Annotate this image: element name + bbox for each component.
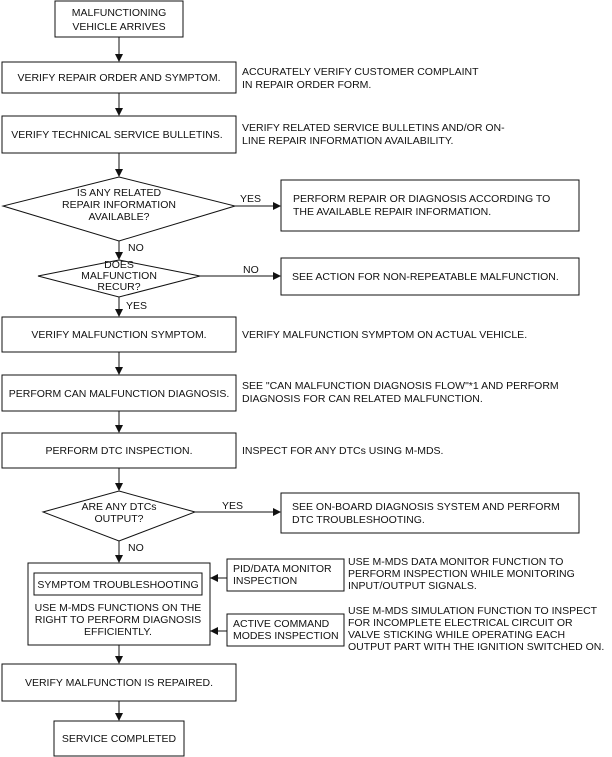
- active-note: USE M-MDS SIMULATION FUNCTION TO INSPECT: [348, 605, 598, 617]
- arrowhead: [115, 54, 123, 62]
- can-note: DIAGNOSIS FOR CAN RELATED MALFUNCTION.: [242, 393, 483, 405]
- branch-label-line: DTC TROUBLESHOOTING.: [292, 514, 425, 526]
- repair-order-note: IN REPAIR ORDER FORM.: [242, 79, 371, 91]
- arrowhead: [115, 656, 123, 664]
- tsb-note: VERIFY RELATED SERVICE BULLETINS AND/OR …: [242, 122, 505, 134]
- verify-repair-order-box: VERIFY REPAIR ORDER AND SYMPTOM.: [1, 61, 237, 94]
- arrowhead: [210, 574, 218, 582]
- arrowhead: [273, 272, 281, 280]
- symptom-note: VERIFY MALFUNCTION SYMPTOM ON ACTUAL VEH…: [242, 329, 527, 341]
- yes-label: YES: [126, 300, 147, 312]
- tool-label-line: MODES INSPECTION: [233, 630, 339, 642]
- repair-info-yes-box: PERFORM REPAIR OR DIAGNOSIS ACCORDING TO…: [280, 179, 580, 232]
- pid-note: PERFORM INSPECTION WHILE MONITORING: [348, 568, 575, 580]
- arrowheads: [115, 54, 281, 721]
- pid-note: INPUT/OUTPUT SIGNALS.: [348, 580, 477, 592]
- start-box: MALFUNCTIONING VEHICLE ARRIVES: [54, 0, 184, 38]
- active-note: OUTPUT PART WITH THE IGNITION SWITCHED O…: [348, 641, 604, 653]
- decision-label-line: MALFUNCTION: [81, 270, 157, 282]
- can-diagnosis-box: PERFORM CAN MALFUNCTION DIAGNOSIS.: [1, 374, 237, 412]
- symptom-troubleshooting-group: SYMPTOM TROUBLESHOOTING USE M-MDS FUNCTI…: [27, 562, 211, 646]
- step-label: VERIFY REPAIR ORDER AND SYMPTOM.: [17, 72, 220, 84]
- verify-repaired-box: VERIFY MALFUNCTION IS REPAIRED.: [1, 663, 237, 702]
- pid-monitor-box: PID/DATA MONITOR INSPECTION: [226, 558, 345, 592]
- arrowhead: [210, 627, 218, 635]
- service-completed-box: SERVICE COMPLETED: [53, 720, 185, 757]
- pid-note: USE M-MDS DATA MONITOR FUNCTION TO: [348, 556, 563, 568]
- step-label: PERFORM DTC INSPECTION.: [45, 445, 192, 457]
- dtc-note: INSPECT FOR ANY DTCs USING M-MDS.: [242, 445, 443, 457]
- verify-symptom-box: VERIFY MALFUNCTION SYMPTOM.: [1, 316, 237, 353]
- step-label: VERIFY MALFUNCTION SYMPTOM.: [31, 329, 206, 341]
- arrowhead: [115, 367, 123, 375]
- step-label: VERIFY TECHNICAL SERVICE BULLETINS.: [11, 129, 222, 141]
- start-label-line: MALFUNCTIONING: [72, 7, 167, 19]
- active-note: VALVE STICKING WHILE OPERATING EACH: [348, 629, 565, 641]
- step-label: PERFORM CAN MALFUNCTION DIAGNOSIS.: [9, 388, 230, 400]
- active-command-box: ACTIVE COMMAND MODES INSPECTION: [226, 613, 345, 647]
- arrowhead: [115, 169, 123, 177]
- arrowhead: [115, 309, 123, 317]
- arrowhead: [115, 252, 123, 260]
- decision-label-line: AVAILABLE?: [89, 211, 150, 223]
- symptom-troubleshooting-body: EFFICIENTLY.: [84, 626, 152, 638]
- no-label: NO: [128, 542, 144, 554]
- dtc-yes-box: SEE ON-BOARD DIAGNOSIS SYSTEM AND PERFOR…: [280, 492, 580, 534]
- arrowhead: [115, 713, 123, 721]
- recur-no-box: SEE ACTION FOR NON-REPEATABLE MALFUNCTIO…: [280, 257, 580, 296]
- connectors: [118, 37, 274, 714]
- step-label: VERIFY MALFUNCTION IS REPAIRED.: [25, 677, 213, 689]
- symptom-troubleshooting-body: USE M-MDS FUNCTIONS ON THE: [35, 602, 202, 614]
- arrowhead: [273, 202, 281, 210]
- decision-label-line: DOES: [104, 259, 134, 271]
- decision-label-line: IS ANY RELATED: [77, 187, 162, 199]
- dtc-inspection-box: PERFORM DTC INSPECTION.: [1, 432, 237, 469]
- no-label: NO: [128, 242, 144, 254]
- step-label: SERVICE COMPLETED: [62, 733, 177, 745]
- arrowhead: [115, 555, 123, 563]
- decision-label-line: REPAIR INFORMATION: [62, 199, 176, 211]
- yes-label: YES: [222, 500, 243, 512]
- branch-label-line: SEE ON-BOARD DIAGNOSIS SYSTEM AND PERFOR…: [292, 501, 560, 513]
- can-note: SEE "CAN MALFUNCTION DIAGNOSIS FLOW"*1 A…: [242, 380, 559, 392]
- arrowhead: [115, 483, 123, 491]
- decision-label-line: OUTPUT?: [94, 513, 143, 525]
- branch-label: SEE ACTION FOR NON-REPEATABLE MALFUNCTIO…: [292, 271, 559, 283]
- active-note: FOR INCOMPLETE ELECTRICAL CIRCUIT OR: [348, 617, 573, 629]
- symptom-troubleshooting-body: RIGHT TO PERFORM DIAGNOSIS: [35, 614, 201, 626]
- start-label-line: VEHICLE ARRIVES: [72, 21, 165, 33]
- arrowhead: [115, 108, 123, 116]
- tool-label-line: ACTIVE COMMAND: [233, 618, 330, 630]
- arrowhead: [115, 425, 123, 433]
- decision-label-line: ARE ANY DTCs: [81, 501, 156, 513]
- arrowhead: [273, 508, 281, 516]
- branch-label-line: PERFORM REPAIR OR DIAGNOSIS ACCORDING TO: [293, 193, 550, 205]
- branch-label-line: THE AVAILABLE REPAIR INFORMATION.: [293, 206, 491, 218]
- no-label: NO: [243, 264, 259, 276]
- recur-decision: DOES MALFUNCTION RECUR?: [37, 259, 201, 298]
- tool-label-line: PID/DATA MONITOR: [233, 563, 332, 575]
- repair-order-note: ACCURATELY VERIFY CUSTOMER COMPLAINT: [242, 66, 479, 78]
- repair-info-decision: IS ANY RELATED REPAIR INFORMATION AVAILA…: [1, 176, 237, 242]
- dtc-output-decision: ARE ANY DTCs OUTPUT?: [41, 490, 197, 542]
- decision-label-line: RECUR?: [97, 281, 140, 293]
- yes-label: YES: [240, 193, 261, 205]
- verify-tsb-box: VERIFY TECHNICAL SERVICE BULLETINS.: [1, 115, 237, 154]
- symptom-troubleshooting-title: SYMPTOM TROUBLESHOOTING: [37, 579, 198, 591]
- tsb-note: LINE REPAIR INFORMATION AVAILABILITY.: [242, 135, 453, 147]
- tool-label-line: INSPECTION: [233, 575, 297, 587]
